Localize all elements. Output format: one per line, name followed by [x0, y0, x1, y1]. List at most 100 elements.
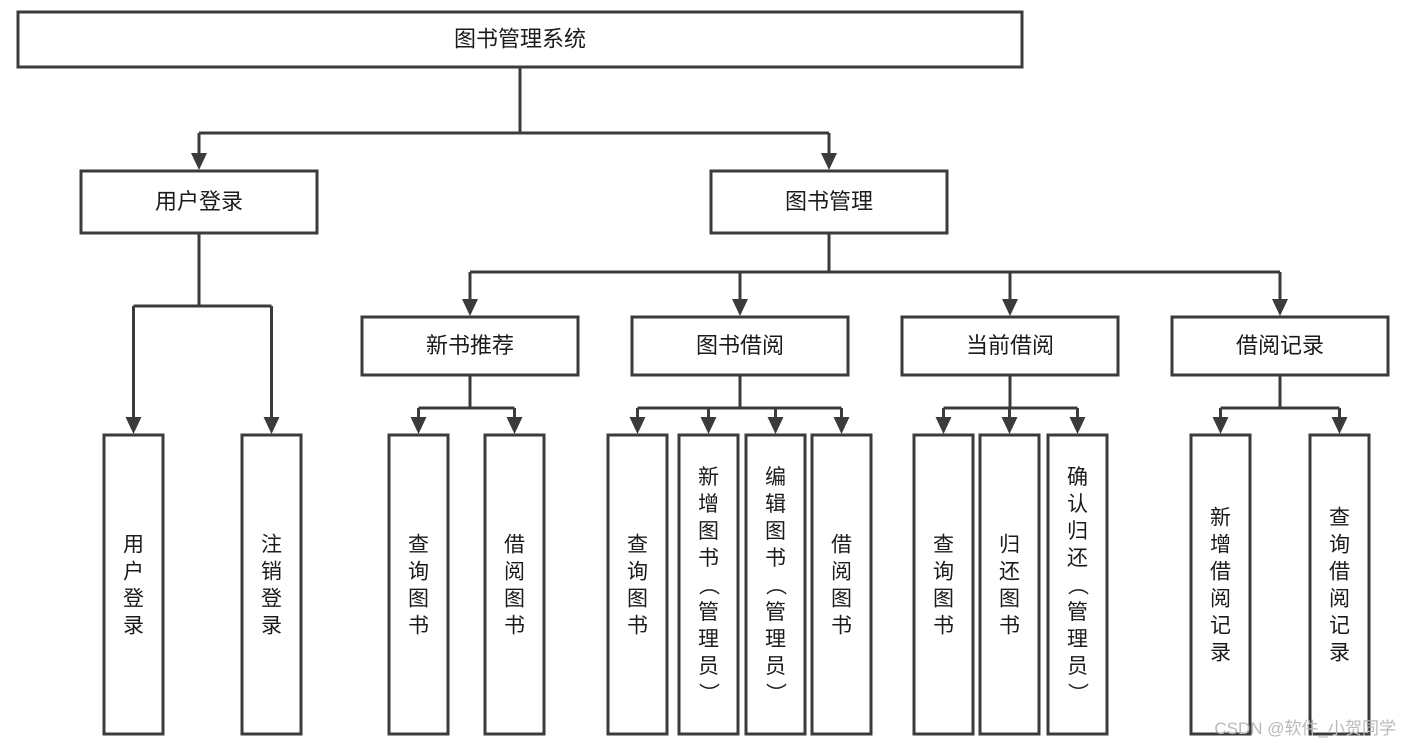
arrow-head-icon	[833, 417, 850, 434]
node-label-char: 归	[999, 534, 1020, 557]
node-label-char: 借	[1210, 561, 1231, 584]
node-book-manage[interactable]: 图书管理	[709, 169, 949, 235]
node-box[interactable]	[1170, 315, 1390, 377]
node-label-char: 用	[123, 534, 144, 557]
node-label: 图书管理	[785, 189, 873, 214]
node-box[interactable]	[744, 433, 807, 736]
edge-group	[462, 233, 1288, 316]
node-box[interactable]	[900, 315, 1120, 377]
node-label: 新书推荐	[426, 333, 514, 358]
node-box[interactable]	[16, 10, 1024, 69]
node-label-char: 销	[261, 561, 282, 584]
node-current-borrow[interactable]: 当前借阅	[900, 315, 1120, 377]
node-label-char: 员	[698, 655, 719, 678]
node-box[interactable]	[240, 433, 303, 736]
node-label-char: 询	[933, 561, 954, 584]
node-layer: 图书管理系统用户登录图书管理新书推荐图书借阅当前借阅借阅记录用户登录注销登录查询…	[16, 10, 1390, 736]
node-box[interactable]	[1189, 433, 1252, 736]
node-label-char: 录	[1329, 642, 1350, 665]
node-root[interactable]: 图书管理系统	[16, 10, 1024, 69]
node-label: 图书借阅	[696, 333, 784, 358]
node-label-char: 注	[261, 534, 282, 557]
edge-group	[410, 375, 523, 434]
node-label-char: 登	[261, 588, 282, 611]
node-label-char: 认	[1067, 493, 1088, 516]
node-label-char: 还	[999, 561, 1020, 584]
node-label: 图书管理系统	[454, 26, 586, 51]
edge-group	[935, 375, 1086, 434]
arrow-head-icon	[506, 417, 523, 434]
csdn-watermark: CSDN @软件_小贺同学	[1214, 719, 1396, 738]
node-label-char: ）	[764, 683, 787, 704]
arrow-head-icon	[125, 417, 142, 434]
node-box[interactable]	[810, 433, 873, 736]
node-box[interactable]	[387, 433, 450, 736]
node-box[interactable]	[79, 169, 319, 235]
node-label-char: 图	[999, 588, 1020, 611]
arrow-head-icon	[1069, 417, 1086, 434]
node-borrow-record[interactable]: 借阅记录	[1170, 315, 1390, 377]
node-box[interactable]	[102, 433, 165, 736]
node-label-char: 图	[765, 520, 786, 543]
arrow-head-icon	[935, 417, 952, 434]
node-label-char: 借	[1329, 561, 1350, 584]
node-label-char: 询	[408, 561, 429, 584]
node-label-char: 阅	[1329, 588, 1350, 611]
arrow-head-icon	[821, 153, 837, 170]
arrow-head-icon	[700, 417, 717, 434]
node-label-char: 编	[765, 466, 786, 489]
node-box[interactable]	[630, 315, 850, 377]
arrow-head-icon	[629, 417, 646, 434]
node-label: 借阅记录	[1236, 333, 1324, 358]
node-label-char: （	[764, 575, 787, 596]
node-label-char: 书	[408, 615, 429, 638]
node-label-char: 书	[831, 615, 852, 638]
connector-layer	[125, 67, 1348, 434]
node-box[interactable]	[606, 433, 669, 736]
node-new-book-recommend[interactable]: 新书推荐	[360, 315, 580, 377]
node-label-char: 图	[408, 588, 429, 611]
node-label-char: 员	[765, 655, 786, 678]
node-user-login[interactable]: 用户登录	[79, 169, 319, 235]
node-book-borrow[interactable]: 图书借阅	[630, 315, 850, 377]
node-label-char: （	[697, 575, 720, 596]
node-box[interactable]	[978, 433, 1041, 736]
node-box[interactable]	[483, 433, 546, 736]
node-box[interactable]	[360, 315, 580, 377]
node-label-char: 书	[933, 615, 954, 638]
node-leaf-user-login[interactable]: 用户登录	[102, 433, 165, 736]
node-label-char: 理	[765, 628, 786, 651]
node-box[interactable]	[709, 169, 949, 235]
arrow-head-icon	[1212, 417, 1229, 434]
arrow-head-icon	[1002, 299, 1018, 316]
node-label-char: 管	[1067, 601, 1088, 624]
node-box[interactable]	[677, 433, 740, 736]
node-label-char: 书	[627, 615, 648, 638]
node-label-char: （	[1066, 575, 1089, 596]
node-box[interactable]	[1046, 433, 1109, 736]
node-label-char: 询	[627, 561, 648, 584]
node-box[interactable]	[912, 433, 975, 736]
arrow-head-icon	[410, 417, 427, 434]
node-box[interactable]	[1308, 433, 1371, 736]
